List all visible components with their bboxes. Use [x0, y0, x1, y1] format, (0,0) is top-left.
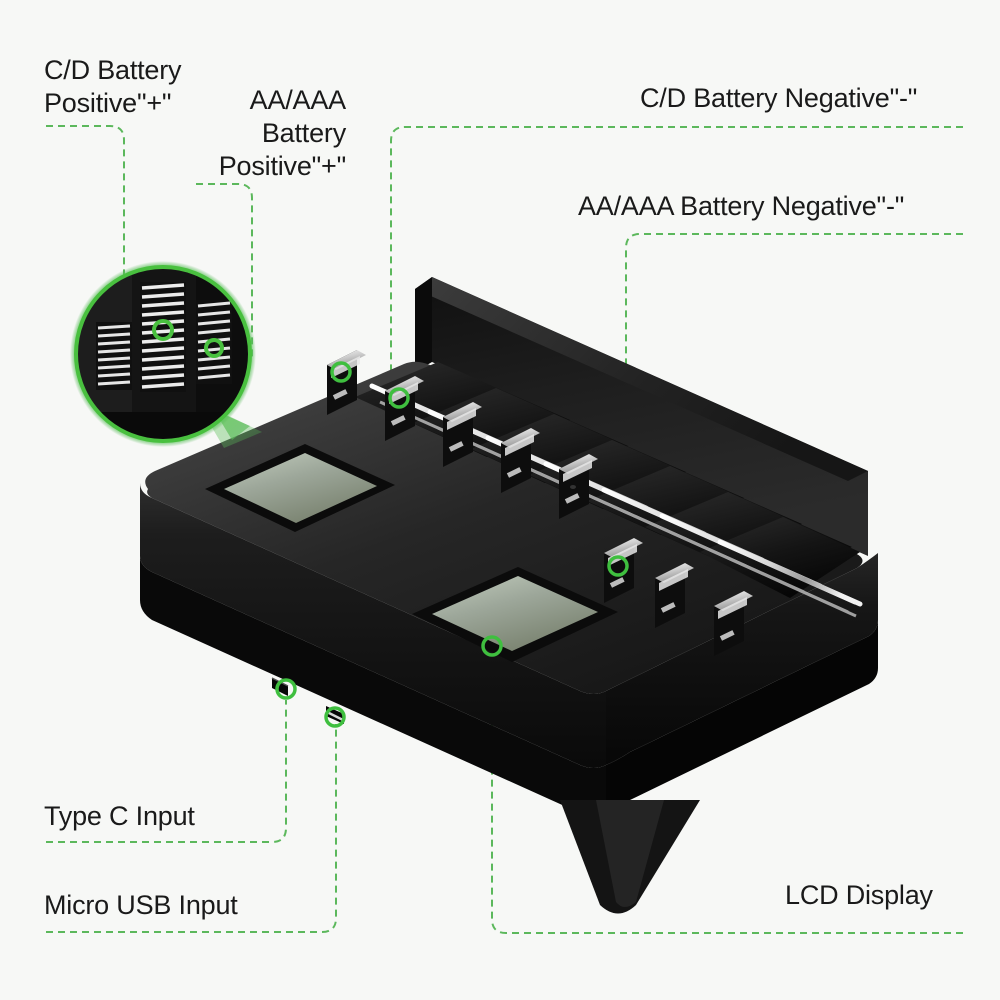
callout-cd-negative-label: C/D Battery Negative"-": [640, 83, 918, 113]
slot-contact-7: [655, 563, 694, 628]
magnifier-contact-left: [96, 322, 132, 390]
magnifier-contact-aa-positive: [196, 300, 232, 384]
port-type-c: [272, 678, 288, 696]
marker-aa-negative-top: [388, 387, 410, 409]
marker-type-c: [275, 678, 297, 700]
port-micro-usb-rim: [326, 710, 344, 722]
charger-base-left: [140, 556, 606, 816]
charger-foot-hi: [596, 800, 664, 907]
lcd-rear: [205, 444, 395, 532]
slot-rail-7: [717, 539, 863, 607]
marker-cd-negative: [330, 361, 352, 383]
slot-contact-6: [604, 538, 643, 603]
leader-cd-positive: [46, 125, 125, 357]
callout-micro-usb-label: Micro USB Input: [44, 890, 238, 920]
callout-aa-positive-label: AA/AAA Battery Positive"+": [218, 85, 346, 181]
target-markers: [275, 361, 629, 728]
leader-lines: [46, 125, 963, 934]
slot-contact-4: [501, 428, 540, 493]
lcd-front-screen: [432, 576, 598, 651]
charger-front-left: [140, 483, 606, 768]
callout-cd-positive-label: C/D Battery Positive"+": [44, 55, 182, 118]
charger-back-wall-top: [415, 277, 868, 481]
slot-contacts: [327, 350, 753, 656]
callout-type-c-label: Type C Input: [44, 801, 195, 831]
marker-aa-negative: [607, 555, 629, 577]
marker-lcd: [481, 635, 503, 657]
lcd-front: [412, 567, 618, 662]
magnifier-ring: [74, 265, 252, 443]
callout-aa-negative-label: AA/AAA Battery Negative"-": [578, 191, 905, 221]
leader-micro-usb: [46, 724, 337, 933]
slot-contact-3: [443, 402, 482, 467]
marker-micro-usb: [324, 706, 346, 728]
slot-divider-7: [700, 517, 860, 598]
charger-back-wall-left: [415, 277, 432, 372]
leader-aa-positive: [196, 183, 253, 357]
callout-lcd-label: LCD Display: [785, 880, 933, 910]
charger-base-right: [606, 620, 878, 813]
leader-lcd: [491, 646, 963, 934]
lcd-rear-screen: [224, 453, 377, 523]
deck-screw: [570, 485, 576, 489]
charger-back-wall: [432, 277, 868, 556]
charger-front-right: [606, 553, 878, 765]
magnifier-contact-cd-positive: [140, 282, 186, 392]
magnifier-bubble: [70, 261, 256, 447]
magnifier-content: [76, 267, 250, 441]
leader-cd-negative: [390, 126, 963, 372]
slot-contact-8: [714, 591, 753, 656]
